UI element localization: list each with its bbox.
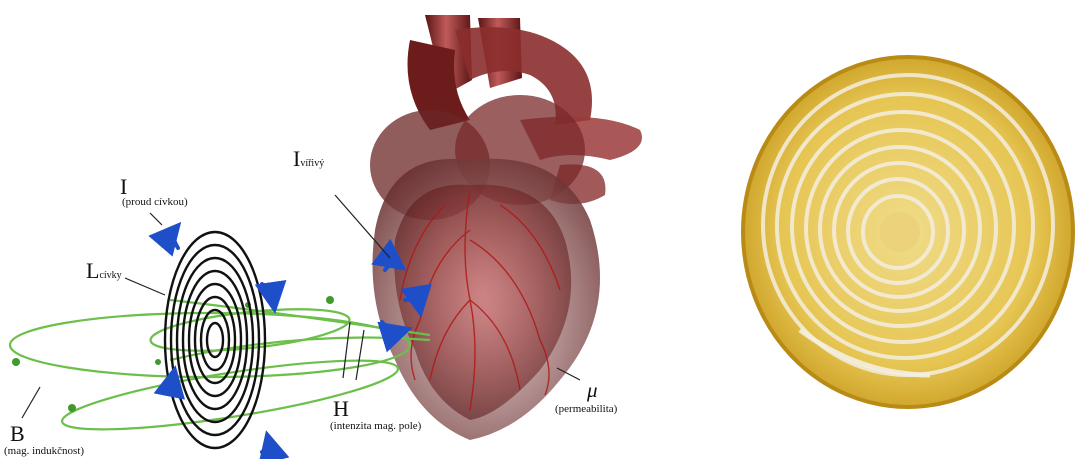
coil-subscript: cívky: [99, 270, 121, 281]
field-symbol: H: [333, 396, 349, 421]
coil-disc-image: [743, 57, 1073, 407]
induction-description: (mag. indukčnost): [4, 445, 84, 457]
heart-image: [370, 15, 642, 440]
induction-label: B: [10, 423, 25, 446]
field-description: (intenzita mag. pole): [330, 420, 421, 432]
current-description: (proud cívkou): [122, 196, 188, 208]
coil-image: [165, 232, 265, 448]
coil-symbol: L: [86, 258, 99, 283]
eddy-label: Ivířivý: [293, 148, 324, 171]
permeability-description: (permeabilita): [555, 403, 617, 415]
field-label: H: [333, 398, 349, 421]
eddy-subscript: vířivý: [300, 158, 324, 169]
coil-label: Lcívky: [86, 260, 122, 283]
permeability-symbol: μ: [587, 378, 598, 403]
induction-symbol: B: [10, 421, 25, 446]
